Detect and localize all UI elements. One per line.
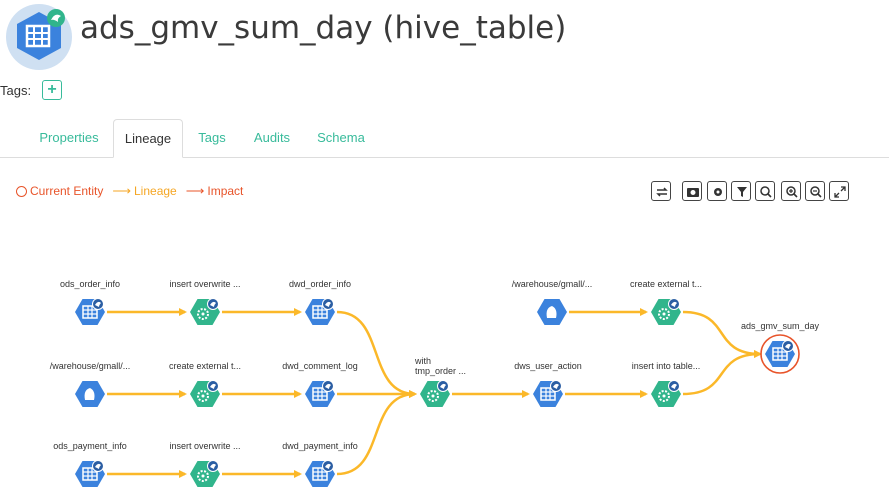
lineage-node-table[interactable]: dwd_payment_info bbox=[282, 441, 358, 487]
legend-lineage: ⟶ Lineage bbox=[112, 183, 177, 198]
lineage-node-process[interactable]: insert overwrite ... bbox=[169, 441, 241, 487]
legend-impact: ⟶ Impact bbox=[185, 183, 244, 198]
camera-button[interactable] bbox=[682, 181, 702, 201]
tags-label: Tags: bbox=[0, 82, 32, 98]
legend-current-entity: Current Entity bbox=[16, 184, 103, 198]
lineage-node-process[interactable]: create external t... bbox=[630, 279, 702, 325]
zoom-out-button[interactable] bbox=[805, 181, 825, 201]
node-label: create external t... bbox=[630, 279, 702, 289]
search-icon bbox=[760, 186, 772, 198]
circle-icon bbox=[16, 185, 27, 197]
lineage-node-process[interactable]: insert into table... bbox=[632, 361, 701, 407]
node-label: ods_payment_info bbox=[53, 441, 127, 451]
arrow-right-icon: ⟶ bbox=[185, 183, 205, 198]
lineage-node-table[interactable]: dwd_comment_log bbox=[282, 361, 358, 407]
lineage-node-table[interactable]: ods_payment_info bbox=[53, 441, 127, 487]
current-entity-ring bbox=[760, 334, 800, 374]
zoom-in-icon bbox=[786, 186, 798, 198]
tab-tags[interactable]: Tags bbox=[198, 130, 226, 145]
node-label: ads_gmv_sum_day bbox=[741, 321, 820, 331]
node-label: insert overwrite ... bbox=[169, 441, 240, 451]
node-label: ods_order_info bbox=[60, 279, 120, 289]
refresh-icon bbox=[656, 187, 668, 197]
node-label: /warehouse/gmall/... bbox=[50, 361, 131, 371]
fullscreen-icon bbox=[834, 186, 846, 198]
node-label: dwd_order_info bbox=[289, 279, 351, 289]
filter-icon bbox=[737, 187, 747, 197]
lineage-edge bbox=[336, 390, 417, 476]
zoom-out-icon bbox=[810, 186, 822, 198]
lineage-node-table[interactable]: dws_user_action bbox=[514, 361, 582, 407]
node-label: dwd_comment_log bbox=[282, 361, 358, 371]
table-icon bbox=[6, 4, 72, 70]
lineage-node-table[interactable]: ods_order_info bbox=[60, 279, 120, 325]
camera-icon bbox=[687, 188, 699, 197]
lineage-node-process[interactable]: create external t... bbox=[169, 361, 241, 407]
tab-lineage[interactable]: Lineage bbox=[113, 119, 183, 158]
entity-header: ads_gmv_sum_day (hive_table) bbox=[0, 0, 889, 70]
lineage-node-table[interactable]: ads_gmv_sum_day bbox=[741, 321, 820, 374]
node-label: dwd_payment_info bbox=[282, 441, 358, 451]
node-label: dws_user_action bbox=[514, 361, 582, 371]
node-label: insert overwrite ... bbox=[169, 279, 240, 289]
lineage-edge bbox=[682, 350, 762, 396]
search-button[interactable] bbox=[755, 181, 775, 201]
tab-properties[interactable]: Properties bbox=[39, 130, 99, 145]
lineage-node-hdfs[interactable]: /warehouse/gmall/... bbox=[512, 279, 593, 325]
gear-icon bbox=[714, 188, 722, 196]
lineage-node-hdfs[interactable]: /warehouse/gmall/... bbox=[50, 361, 131, 407]
tags-row: Tags: + bbox=[0, 80, 63, 100]
node-label: insert into table... bbox=[632, 361, 701, 371]
tab-audits[interactable]: Audits bbox=[253, 130, 291, 145]
lineage-node-table[interactable]: dwd_order_info bbox=[289, 279, 351, 325]
filter-button[interactable] bbox=[731, 181, 751, 201]
lineage-node-process[interactable]: insert overwrite ... bbox=[169, 279, 241, 325]
add-tag-button[interactable]: + bbox=[42, 80, 63, 100]
node-label: create external t... bbox=[169, 361, 241, 371]
arrow-right-icon: ⟶ bbox=[112, 183, 131, 198]
node-label: /warehouse/gmall/... bbox=[512, 279, 593, 289]
tab-schema[interactable]: Schema bbox=[317, 130, 365, 145]
lineage-edge bbox=[336, 310, 417, 398]
entity-tabs: Properties Lineage Tags Audits Schema bbox=[0, 119, 889, 158]
lineage-legend: Current Entity ⟶ Lineage ⟶ Impact bbox=[16, 183, 252, 199]
zoom-in-button[interactable] bbox=[781, 181, 801, 201]
page-title: ads_gmv_sum_day (hive_table) bbox=[80, 10, 567, 46]
settings-button[interactable] bbox=[707, 181, 727, 201]
refresh-button[interactable] bbox=[651, 181, 671, 201]
lineage-edge bbox=[682, 310, 762, 358]
fullscreen-button[interactable] bbox=[829, 181, 849, 201]
